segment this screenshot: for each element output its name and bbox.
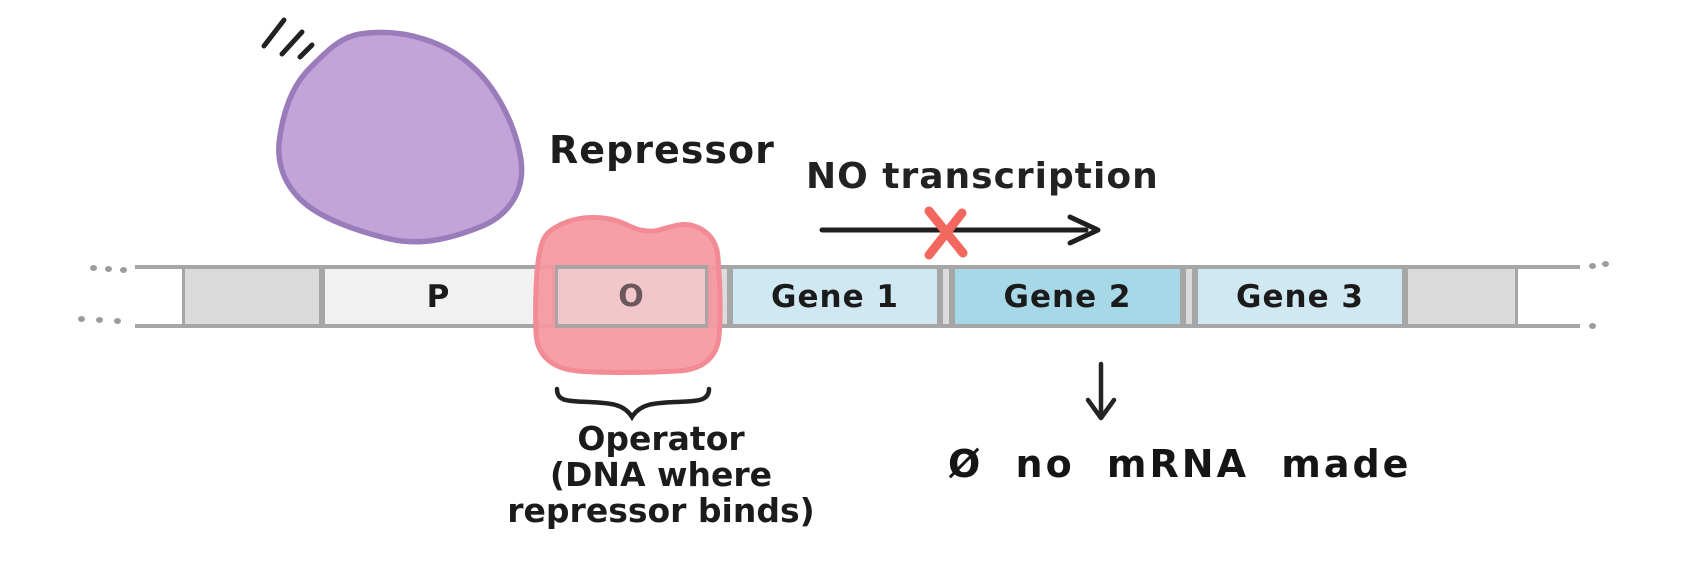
motion-lines-icon <box>261 17 315 60</box>
dna-segment-downstream <box>1405 265 1518 328</box>
operator-label: O <box>618 279 645 314</box>
dna-segment-promoter: P <box>322 265 555 328</box>
dna-strand: P Gene 1 Gene 2 Gene 3 <box>135 265 1580 328</box>
result-arrow-icon <box>1085 361 1117 421</box>
gene-1-label: Gene 1 <box>771 278 899 315</box>
dna-end-cap-right <box>1518 265 1580 328</box>
repressor-protein-shape <box>276 29 525 245</box>
operator-caption-line2: (DNA where <box>549 455 773 494</box>
gene-3-label: Gene 3 <box>1236 278 1364 315</box>
blocked-cross-icon <box>924 206 968 260</box>
operator-caption: Operator (DNA where repressor binds) <box>488 421 834 529</box>
dna-segment-gene-3: Gene 3 <box>1195 265 1405 328</box>
repressor-label: Repressor <box>549 128 775 172</box>
operator-caption-line3: repressor binds) <box>507 491 815 530</box>
gene-2-label: Gene 2 <box>1003 278 1132 315</box>
operator-box-overlay: O <box>555 265 708 328</box>
operator-caption-line1: Operator <box>577 419 745 458</box>
no-transcription-label: NO transcription <box>806 156 1159 197</box>
dna-spacer <box>940 265 952 328</box>
dna-segment-gene-1: Gene 1 <box>730 265 940 328</box>
operator-brace-icon <box>554 386 712 422</box>
promoter-label: P <box>426 278 451 315</box>
no-mrna-label: Ø no mRNA made <box>948 442 1412 486</box>
dna-segment-gene-2: Gene 2 <box>952 265 1183 328</box>
dna-segment-upstream <box>182 265 322 328</box>
dna-spacer <box>1183 265 1195 328</box>
dna-end-cap-left <box>135 265 182 328</box>
